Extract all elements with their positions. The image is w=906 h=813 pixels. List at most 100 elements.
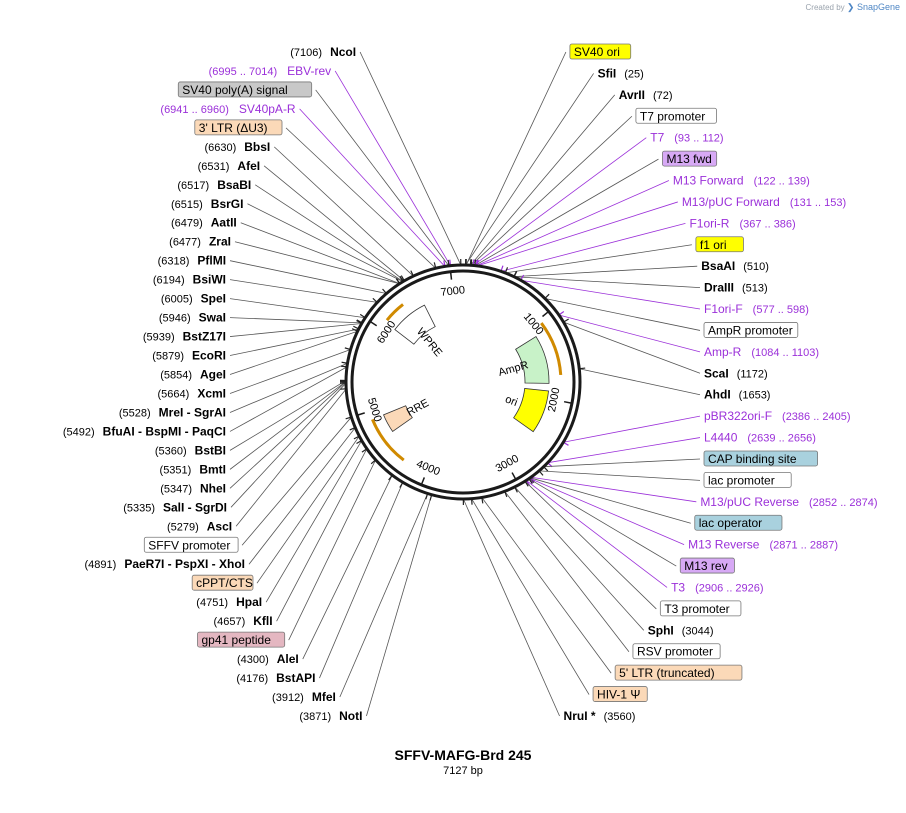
primer-name: F1ori-F [704, 302, 743, 316]
primer-site: (6995 .. 7014)EBV-rev [209, 64, 332, 78]
leader-line [477, 201, 678, 267]
leader-lines [229, 51, 701, 717]
leader-line [276, 448, 368, 622]
leader-line [539, 470, 701, 481]
enzyme-site: (7106)NcoI [290, 45, 356, 59]
leader-line [524, 480, 657, 610]
leader-line [229, 381, 347, 489]
feature-box-t3-promoter [659, 600, 742, 617]
tick-label-6000: 6000 [375, 319, 398, 346]
enzyme-coord: (4300) [237, 654, 269, 666]
primer-name: L4440 [704, 431, 738, 445]
enzyme-coord: (5854) [160, 370, 192, 382]
leader-line [229, 279, 378, 303]
enzyme-site: (5351) BmtI [160, 462, 226, 476]
enzyme-site: (6477)ZraI [169, 235, 231, 249]
enzyme-coord: (3912) [272, 692, 304, 704]
feature-box-label: CAP binding site [708, 452, 797, 466]
primer-site: T7(93 .. 112) [650, 131, 723, 145]
feature-box-label: RSV promoter [637, 645, 713, 659]
primer-name: M13 Forward [673, 174, 744, 188]
leader-line [465, 73, 594, 266]
feature-box-5-ltr-truncated [614, 664, 743, 681]
snapgene-watermark: Created by ❯ SnapGene [806, 2, 900, 13]
primer-coord: (122 .. 139) [754, 176, 810, 188]
enzyme-coord: (5492) [63, 426, 95, 438]
enzyme-site: (5879)EcoRI [152, 349, 226, 363]
enzyme-coord: (4657) [213, 616, 245, 628]
enzyme-name: MreI - SgrAI [159, 405, 226, 419]
leader-line [339, 493, 428, 698]
enzyme-coord: (7106) [290, 47, 322, 59]
enzyme-coord: (6630) [204, 142, 236, 154]
enzyme-name: BsrGI [211, 197, 244, 211]
primer-coord: (131 .. 153) [790, 197, 846, 209]
enzyme-name: BbsI [244, 140, 270, 154]
leader-line [474, 158, 659, 266]
primer-coord: (6995 .. 7014) [209, 66, 278, 78]
tick-mark-3000 [511, 472, 517, 480]
tick-label-2000: 2000 [546, 387, 562, 413]
leader-line [359, 51, 462, 266]
enzyme-site: (3912)MfeI [272, 690, 336, 704]
enzyme-site: BsaAI(510) [701, 259, 769, 273]
feature-box-hiv-1 [592, 686, 648, 702]
enzyme-name: BsaBI [217, 178, 251, 192]
leader-line [470, 115, 633, 266]
plasmid-length: 7127 bp [443, 765, 483, 777]
enzyme-coord: (6318) [158, 256, 190, 268]
feature-box-label: T7 promoter [640, 109, 705, 123]
leader-line [254, 184, 404, 282]
leader-line [500, 222, 686, 272]
enzyme-coord: (1172) [737, 368, 768, 380]
primer-name: T3 [671, 580, 685, 594]
enzyme-coord: (6517) [177, 180, 209, 192]
primer-name: M13 Reverse [688, 538, 760, 552]
plasmid-name: SFFV-MAFG-Brd 245 [395, 747, 532, 763]
enzyme-coord: (4751) [196, 597, 228, 609]
enzyme-site: (6531)AfeI [198, 159, 260, 173]
feature-box-t7-promoter [635, 107, 717, 124]
leader-line [234, 241, 400, 285]
orf-arrow-3 [385, 303, 404, 322]
enzyme-name: ScaI [704, 366, 729, 380]
snapgene-logo: ❯ SnapGene [846, 2, 900, 12]
primer-name: T7 [650, 131, 664, 145]
leader-line [563, 321, 701, 374]
leader-line [273, 146, 414, 277]
leader-line [229, 317, 363, 324]
leader-line [285, 127, 436, 269]
enzyme-coord: (6479) [171, 218, 203, 230]
primer-coord: (2871 .. 2887) [769, 540, 838, 552]
feature-box-label: M13 rev [684, 559, 727, 573]
enzyme-name: NheI [200, 481, 226, 495]
leader-line [505, 244, 692, 274]
leader-line [229, 330, 358, 375]
enzyme-name: BmtI [199, 462, 226, 476]
enzyme-coord: (5939) [143, 332, 175, 344]
enzyme-name: BstAPI [276, 671, 315, 685]
enzyme-name: NruI * [564, 709, 596, 723]
enzyme-coord: (5347) [160, 483, 192, 495]
feature-box-label: 3' LTR (ΔU3) [199, 121, 268, 135]
feature-box-label: HIV-1 Ψ [597, 688, 640, 702]
feature-box-sv40-ori [569, 43, 632, 60]
feature-box-gp41-peptide [197, 631, 286, 648]
leader-line [229, 362, 348, 413]
feature-label-ori: ori [503, 393, 519, 409]
feature-label-rre: RRE [405, 397, 431, 419]
leader-line [229, 298, 366, 319]
enzyme-coord: (5351) [160, 464, 192, 476]
primer-coord: (2906 .. 2926) [695, 582, 764, 594]
enzyme-site: (6194)BsiWI [153, 273, 226, 287]
enzyme-coord: (3871) [299, 711, 331, 723]
enzyme-coord: (6515) [171, 199, 203, 211]
enzyme-name: SpeI [201, 292, 226, 306]
leader-line [229, 366, 348, 432]
feature-ori [513, 388, 549, 433]
enzyme-name: BsaAI [701, 259, 735, 273]
feature-rre [383, 405, 413, 433]
enzyme-name: KflI [253, 614, 272, 628]
leader-line [288, 459, 376, 641]
enzyme-site: (3871)NotI [299, 709, 362, 723]
